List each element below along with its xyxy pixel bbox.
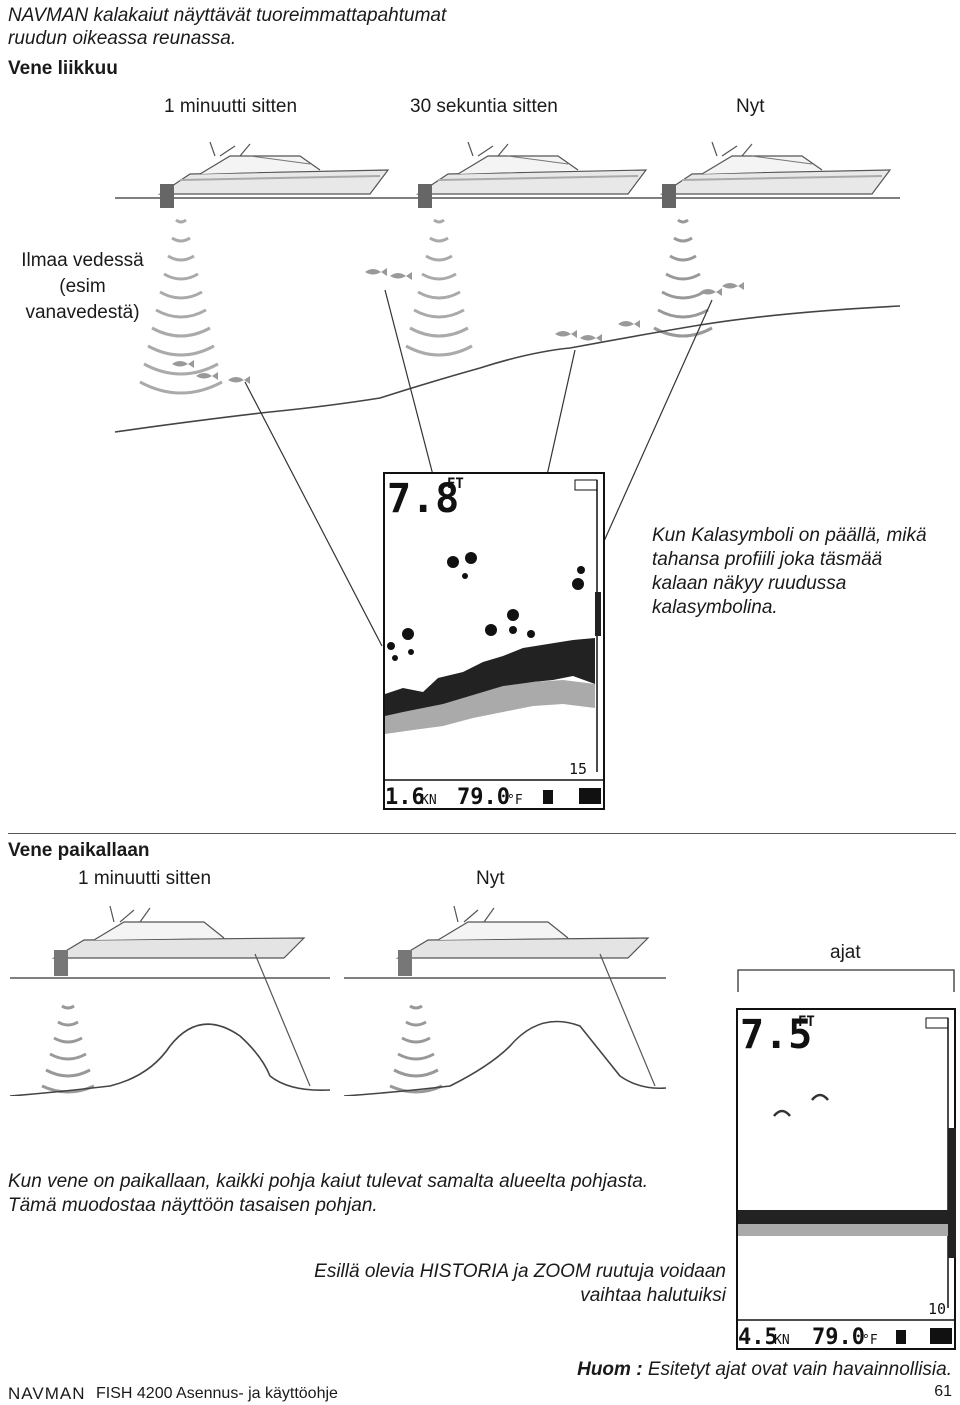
time-label-1min-stationary: 1 minuutti sitten (78, 868, 212, 889)
sea-bottom-stationary-1 (9, 1023, 331, 1096)
page-number: 61 (934, 1383, 952, 1400)
speed-unit: KN (421, 793, 437, 808)
fish-alarm-icon (579, 788, 601, 804)
battery-icon (543, 790, 553, 804)
caption-line: Esillä olevia HISTORIA ja ZOOM ruutuja v… (314, 1261, 726, 1282)
history-zoom-caption: Esillä olevia HISTORIA ja ZOOM ruutuja v… (286, 1260, 726, 1308)
footer-brand: NAVMAN (8, 1384, 86, 1403)
temp-readout: 79.0 (812, 1325, 865, 1350)
stationary-caption: Kun vene on paikallaan, kaikki pohja kai… (8, 1170, 648, 1218)
temp-unit: °F (862, 1333, 878, 1348)
fishfinder-display-stationary: 7.5 FT 10 4.5 KN 79.0 °F (736, 1008, 956, 1350)
stationary-heading: Vene paikallaan (8, 840, 150, 861)
boat-stationary-1min (53, 905, 305, 977)
time-label-30s: 30 sekuntia sitten (410, 96, 558, 117)
ajat-label: ajat (830, 942, 861, 963)
section-divider (8, 833, 956, 834)
depth-readout: 7.5 (740, 1012, 812, 1058)
caption-line: kalasymbolina. (652, 597, 778, 618)
note-text: Esitetyt ajat ovat vain havainnollisia. (642, 1359, 952, 1380)
intro-line: ruudun oikeassa reunassa. (8, 28, 237, 49)
speed-readout: 4.5 (738, 1325, 778, 1350)
sonar-cone-stationary-2 (389, 1004, 443, 1094)
speed-readout: 1.6 (385, 785, 425, 810)
sonar-cone-stationary-1 (41, 1004, 95, 1094)
range-readout: 10 (928, 1300, 946, 1318)
time-label-now: Nyt (736, 96, 765, 117)
intro-line: NAVMAN kalakaiut näyttävät tuoreimmattap… (8, 5, 447, 26)
range-readout: 15 (569, 760, 587, 778)
footer-title: FISH 4200 Asennus- ja käyttöohje (96, 1385, 338, 1402)
note: Huom : Esitetyt ajat ovat vain havainnol… (577, 1358, 952, 1382)
caption-line: tahansa profiili joka täsmää (652, 549, 883, 570)
depth-unit: FT (447, 476, 464, 492)
sonar-cone-3 (653, 218, 713, 338)
ajat-bracket (737, 969, 955, 992)
battery-icon (896, 1330, 906, 1344)
temp-readout: 79.0 (457, 785, 510, 810)
time-label-1min: 1 minuutti sitten (164, 96, 298, 117)
air-label-line: vanavedestä) (25, 302, 140, 323)
moving-heading: Vene liikkuu (8, 58, 118, 79)
depth-readout: 7.8 (387, 476, 459, 522)
sea-bottom-stationary-2 (343, 1020, 667, 1096)
sea-bottom (114, 305, 901, 433)
time-label-now-stationary: Nyt (476, 868, 505, 889)
caption-line: Tämä muodostaa näyttöön tasaisen pohjan. (8, 1195, 378, 1216)
air-label-line: (esim (59, 276, 106, 297)
fish-symbol-caption: Kun Kalasymboli on päällä, mikä tahansa … (652, 524, 927, 620)
temp-unit: °F (507, 793, 523, 808)
sonar-cone-2 (405, 218, 473, 357)
depth-unit: FT (798, 1014, 815, 1030)
caption-line: vaihtaa halutuiksi (580, 1285, 726, 1306)
fishfinder-display-moving: 7.8 FT 15 1.6 KN 79.0 °F (383, 472, 605, 810)
speed-unit: KN (774, 1333, 790, 1348)
intro-text: NAVMAN kalakaiut näyttävät tuoreimmattap… (8, 4, 446, 50)
air-in-water-label: Ilmaa vedessä (esim vanavedestä) (10, 248, 155, 326)
fish-alarm-icon (930, 1328, 952, 1344)
moving-boat-scene (114, 141, 901, 433)
caption-line: Kun Kalasymboli on päällä, mikä (652, 525, 927, 546)
note-label: Huom : (577, 1359, 643, 1380)
boat-stationary-now (397, 905, 649, 977)
sonar-cone-1 (139, 218, 223, 395)
air-label-line: Ilmaa vedessä (21, 250, 144, 271)
caption-line: kalaan näkyy ruudussa (652, 573, 847, 594)
stationary-boat-scene (9, 905, 667, 1096)
caption-line: Kun vene on paikallaan, kaikki pohja kai… (8, 1171, 649, 1192)
